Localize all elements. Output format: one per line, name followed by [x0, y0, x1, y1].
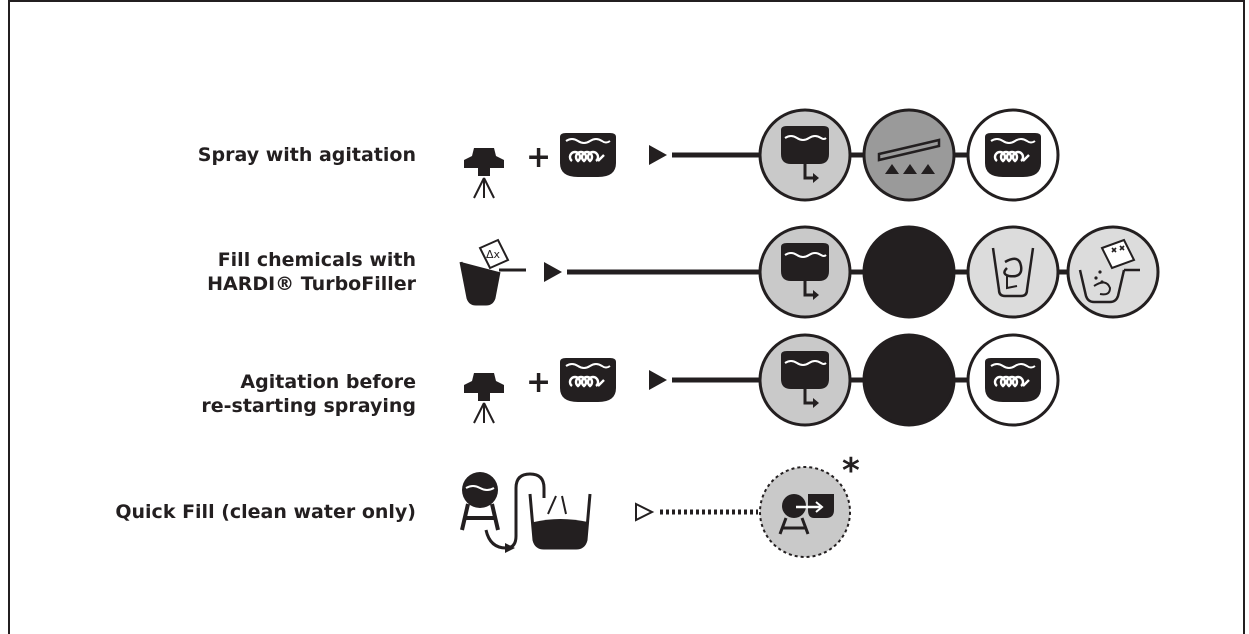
nozzle-icon — [463, 372, 505, 424]
hose-arrow-icon — [505, 543, 515, 553]
nozzle-icon — [463, 147, 505, 199]
row-label-agitation-before-restart: Agitation before re-starting spraying — [201, 370, 416, 418]
valve-quick-fill — [759, 466, 851, 558]
main-tank-water — [534, 519, 588, 548]
row-label-fill-chemicals: Fill chemicals with HARDI® TurboFiller — [207, 248, 416, 296]
row-quick-fill: * — [460, 451, 860, 558]
valve-boom — [862, 108, 956, 202]
plus-sign: + — [526, 365, 551, 400]
turbofiller-icon: Δx — [459, 238, 526, 306]
agitation-tank-icon — [558, 356, 618, 404]
row-label-spray-with-agitation: Spray with agitation — [198, 143, 416, 167]
fill-hose — [484, 472, 546, 550]
fill-stream — [547, 495, 567, 515]
label-line: Agitation before — [240, 371, 416, 393]
bowser-icon — [460, 470, 500, 532]
quick-fill-icon — [778, 494, 834, 535]
dose-symbol: Δx — [486, 248, 501, 261]
valve-chemical-induction — [1066, 225, 1160, 319]
arrow-icon — [649, 370, 667, 390]
arrow-outline-icon — [635, 502, 655, 522]
row-label-quick-fill: Quick Fill (clean water only) — [115, 500, 416, 524]
row-agitation-before-restart: + — [463, 333, 1060, 427]
arrow-icon — [649, 145, 667, 165]
agitation-tank-icon — [558, 131, 618, 179]
footnote-asterisk: * — [842, 451, 860, 491]
arrow-icon — [544, 262, 562, 282]
label-line: Fill chemicals with — [217, 249, 416, 271]
label-line: Spray with agitation — [197, 144, 416, 166]
row-fill-chemicals: Δx — [459, 225, 1160, 319]
plus-sign: + — [526, 140, 551, 175]
agitation-tank-icon — [983, 356, 1043, 404]
agitation-tank-icon — [983, 131, 1043, 179]
label-line: Quick Fill (clean water only) — [115, 501, 416, 523]
valve-off — [862, 333, 956, 427]
label-line: re-starting spraying — [201, 395, 416, 417]
diagram-frame — [8, 0, 1245, 634]
label-line: HARDI® TurboFiller — [207, 273, 416, 295]
row-spray-with-agitation: + — [463, 108, 1060, 202]
valve-off — [862, 225, 956, 319]
valve-turbofiller-swirl — [966, 225, 1060, 319]
